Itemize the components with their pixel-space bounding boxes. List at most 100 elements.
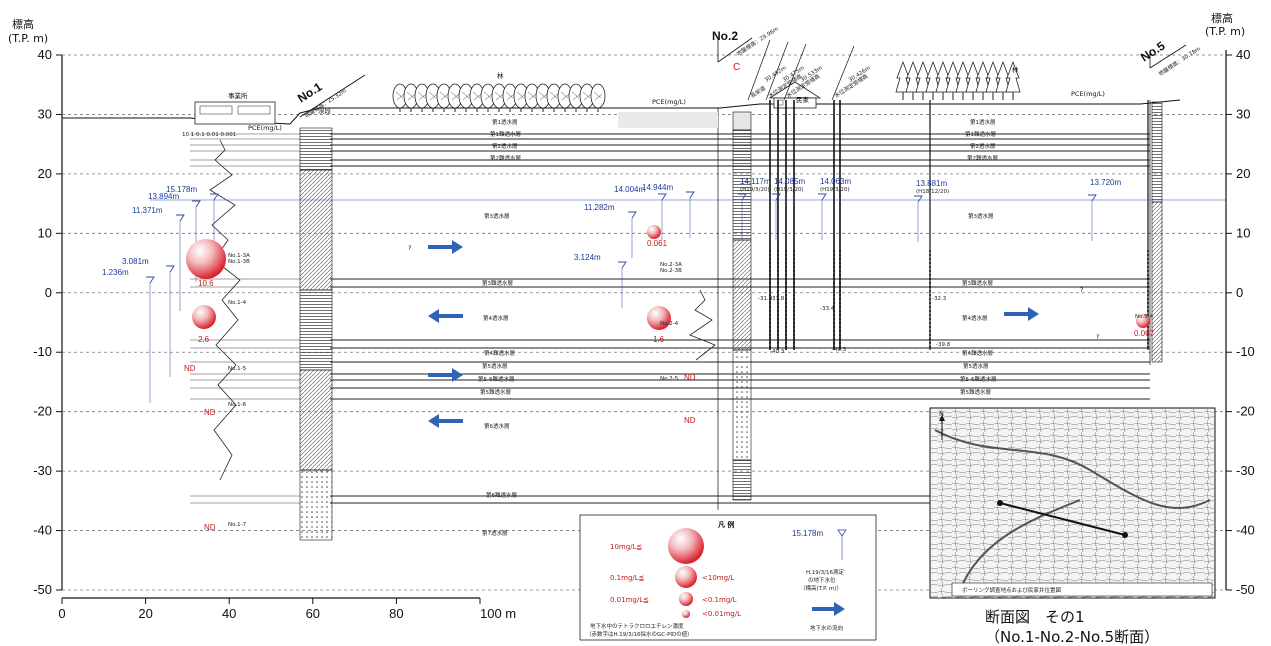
tree-texture (450, 91, 460, 101)
depth-mark: -31.8 (758, 296, 773, 302)
legend-sphere-large (668, 528, 704, 564)
sample-label: No.5-4 (1135, 314, 1154, 320)
water-level-value: 15.178m (166, 185, 197, 194)
legend-wl-note-2: の地下水位 (808, 576, 836, 584)
layer-name: 第4難透水層 (484, 349, 515, 357)
legend-item-3: 0.01mg/L≦ (610, 596, 649, 604)
tree-texture (461, 91, 471, 101)
right-tick-label: 0 (1236, 285, 1243, 300)
right-tick-label: 40 (1236, 47, 1250, 62)
right-tick-label: -30 (1236, 463, 1255, 478)
layer-name-east: 第1難透水層 (965, 130, 996, 138)
well-label: 長栄道 (749, 84, 768, 100)
flow-arrow-left-2 (428, 414, 463, 428)
tree-texture (505, 91, 515, 101)
legend-box: 凡 例 10mg/L≦ 0.1mg/L≦ <10mg/L 0.01mg/L≦ <… (579, 514, 877, 641)
borehole-no2-ground: 地盤標高：29.96m (735, 24, 780, 57)
forest-label-2: 林 (1012, 65, 1019, 74)
y-tick-label: 0 (45, 285, 52, 300)
question-marks: ??? (408, 244, 1099, 341)
c-mark: C (733, 62, 740, 73)
layer-name-east: 第2透水層 (970, 142, 996, 150)
left-axis-title: 標高 (12, 17, 34, 31)
layer-name-east: 第3難透水層 (962, 279, 993, 287)
forest-label-1: 林 (497, 71, 504, 80)
legend-flow-arrow (812, 602, 845, 616)
tree-texture (516, 91, 526, 101)
conc-value-4: 1.6 (653, 335, 665, 344)
well-leader (765, 41, 789, 101)
conc-value-3: 0.061 (647, 239, 668, 248)
location-map: N ボーリング調査地点および民家井位置図 (929, 407, 1216, 599)
water-level-value: 14.085m (774, 177, 805, 186)
pce-scale-1: 10 1 0.1 0.01 0.001 (182, 132, 236, 138)
x-tick-label: 40 (222, 606, 236, 621)
water-level-value: 11.371m (132, 206, 163, 215)
x-tick-label: 0 (58, 606, 65, 621)
water-level-value: 3.124m (574, 253, 601, 262)
sample-label: No.1-4 (228, 300, 247, 306)
water-level-date: (H18/12/20) (916, 189, 949, 195)
nd-label: ND (684, 416, 696, 425)
tree-texture (494, 91, 504, 101)
borehole-no2-name: No.2 (712, 29, 738, 43)
legend-wl-sample: 15.178m (792, 529, 823, 538)
legend-wl-note-1: H.19/3/16測定 (806, 568, 844, 576)
y-tick-label: 30 (38, 106, 52, 121)
water-level-icon (818, 193, 827, 201)
water-level-icon (192, 200, 201, 208)
pce-label-2: PCE(mg/L) (652, 98, 686, 106)
tree-texture (593, 91, 603, 101)
layer-name: 第5-6難透水層 (478, 375, 514, 383)
water-level-value: 1.236m (102, 268, 129, 277)
tree-texture (538, 91, 548, 101)
layer-name: 第4透水層 (483, 314, 509, 322)
depth-mark: -33.4 (820, 306, 835, 312)
tree-texture (571, 91, 581, 101)
layer-name-east: 第2難透水層 (967, 154, 998, 162)
nd-label: ND (184, 364, 196, 373)
layer-name: 第6難透水層 (486, 491, 517, 499)
y-tick-label: -50 (33, 582, 52, 597)
y-tick-label: -10 (33, 344, 52, 359)
depth-mark: -31.8 (770, 296, 785, 302)
water-level-icon (146, 276, 155, 284)
tree-texture (582, 91, 592, 101)
layer-name-east: 第5難透水層 (960, 388, 991, 396)
right-tick-label: -10 (1236, 344, 1255, 359)
water-level-icon (772, 193, 781, 201)
layer-name: 第2透水層 (492, 142, 518, 150)
water-level-value: 14.063m (820, 177, 851, 186)
x-tick-label: 20 (138, 606, 152, 621)
tree-texture (417, 91, 427, 101)
water-level-value: 14.944m (642, 183, 673, 192)
right-axis-unit: (T.P. m) (1205, 25, 1245, 38)
right-tick-label: -20 (1236, 404, 1255, 419)
borehole-no1: No.1 地盤標高：25.32m PCE(mg/L) 10 1 0.1 0.01… (182, 74, 366, 541)
layer-name-east: 第3透水層 (968, 212, 994, 220)
water-level-icon (914, 195, 923, 203)
flow-arrow-left-1 (428, 309, 463, 323)
question-mark: ? (1080, 286, 1083, 294)
water-level-icon (210, 193, 219, 201)
x-tick-label: 60 (306, 606, 320, 621)
water-level-icon (166, 265, 175, 273)
water-level-icon (176, 214, 185, 222)
water-level-value: 13.881m (916, 179, 947, 188)
sample-label: No.2-4 (660, 321, 679, 327)
right-tick-label: -40 (1236, 523, 1255, 538)
right-tick-label: 10 (1236, 225, 1250, 240)
layer-name: 第5透水層 (482, 362, 508, 370)
water-level-icon (628, 211, 637, 219)
well-leader (747, 39, 771, 101)
layer-name: 第2難透水層 (490, 154, 521, 162)
layer-name: 第6透水層 (484, 422, 510, 430)
layer-name-east: 第5透水層 (963, 362, 989, 370)
legend-footnote-1: 地下水中のテトラクロロエチレン濃度 (590, 622, 684, 630)
tree-texture (428, 91, 438, 101)
groundwater-flow-arrows (428, 240, 1039, 428)
right-tick-label: 30 (1236, 106, 1250, 121)
sphere-001mg-b (1136, 314, 1150, 328)
house-illustration: 民家 (768, 81, 822, 109)
